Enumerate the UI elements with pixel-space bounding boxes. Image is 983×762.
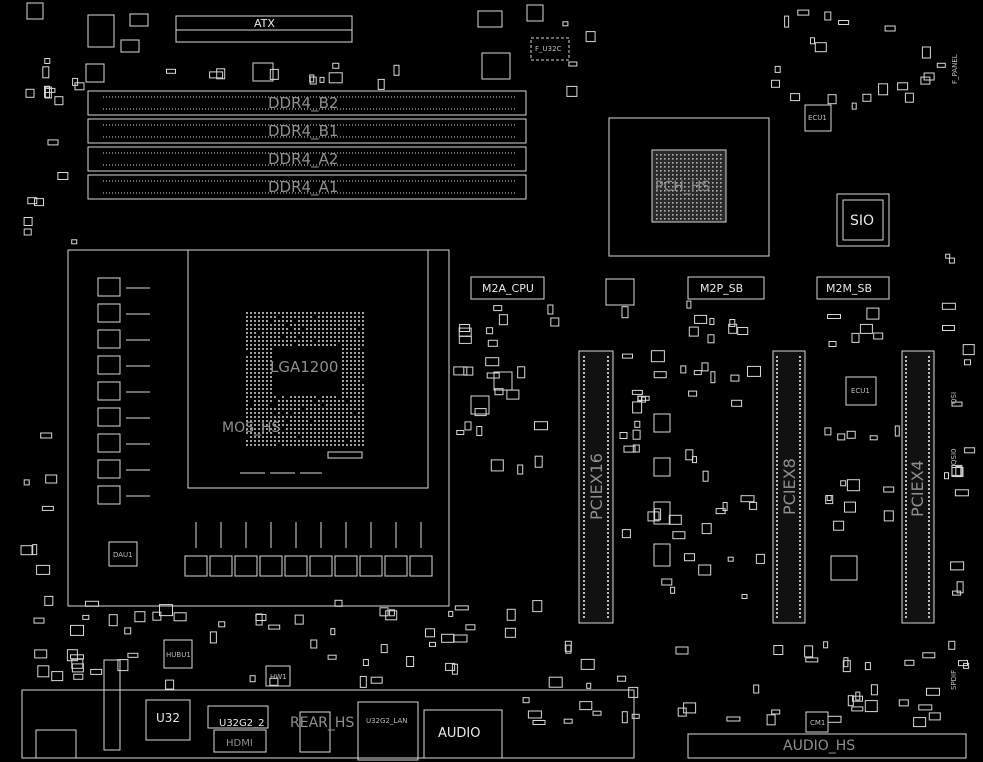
lan-label: U32G2_LAN bbox=[366, 717, 408, 725]
chip bbox=[88, 15, 114, 47]
hw-label: HW1 bbox=[270, 673, 287, 681]
mos-label: MOS_HS bbox=[222, 420, 281, 436]
pch-label: PCH_HS bbox=[655, 179, 710, 195]
ddr-a2-label: DDR4_A2 bbox=[268, 150, 338, 169]
pciex8-label: PCIEX8 bbox=[780, 458, 799, 515]
socket-label: LGA1200 bbox=[270, 358, 338, 376]
spdif-label: SPDIF bbox=[950, 670, 958, 690]
chip bbox=[606, 279, 634, 305]
f-panel-label: F_PANEL bbox=[951, 54, 959, 84]
audio-label: AUDIO bbox=[438, 726, 481, 741]
chip bbox=[86, 64, 104, 82]
pciex16-label: PCIEX16 bbox=[587, 453, 606, 520]
sio-label: SIO bbox=[850, 213, 874, 229]
rear-io bbox=[22, 660, 634, 760]
ddr-b1-label: DDR4_B1 bbox=[268, 122, 338, 141]
chip bbox=[478, 11, 502, 27]
chip bbox=[654, 414, 670, 432]
chip bbox=[130, 14, 148, 26]
chip bbox=[527, 5, 543, 21]
f-u32c-label: F_U32C bbox=[535, 45, 562, 53]
m2m-label: M2M_SB bbox=[826, 282, 872, 295]
cm-label: CM1 bbox=[810, 719, 825, 727]
audio-hs-label: AUDIO_HS bbox=[783, 738, 855, 754]
chip bbox=[27, 3, 43, 19]
ec-top-label: ECU1 bbox=[808, 114, 827, 122]
qsi-label: QSI bbox=[950, 392, 958, 404]
dau-label: DAU1 bbox=[113, 551, 133, 559]
m2p-label: M2P_SB bbox=[700, 282, 743, 295]
chip bbox=[831, 556, 857, 580]
atx-label: ATX bbox=[254, 17, 275, 30]
ddr-a1-label: DDR4_A1 bbox=[268, 178, 338, 197]
u32-label: U32 bbox=[156, 711, 180, 725]
u32g2-label: U32G2_2 bbox=[219, 718, 265, 729]
ec-label: ECU1 bbox=[851, 387, 870, 395]
hub-label: HUBU1 bbox=[166, 651, 191, 659]
ddr-b2-label: DDR4_B2 bbox=[268, 94, 338, 113]
chip bbox=[482, 53, 510, 79]
rear-hs-label: REAR_HS bbox=[290, 715, 354, 731]
chip bbox=[494, 372, 512, 390]
m2a-label: M2A_CPU bbox=[482, 282, 534, 295]
hdmi-label: HDMI bbox=[226, 738, 253, 749]
chip bbox=[654, 458, 670, 476]
qsi0-label: QSI0 bbox=[950, 449, 958, 465]
chip bbox=[654, 544, 670, 566]
pciex4-label: PCIEX4 bbox=[908, 460, 927, 517]
chip bbox=[121, 40, 139, 52]
